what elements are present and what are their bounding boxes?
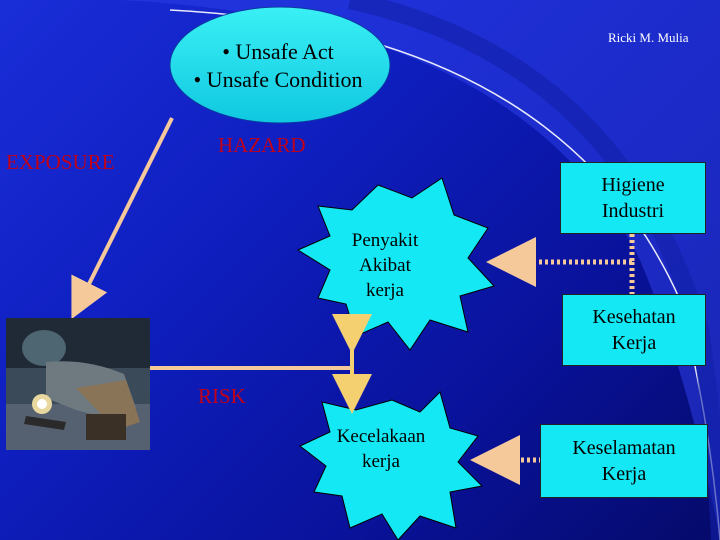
kecelakaan-label: Kecelakaan kerja	[316, 424, 446, 474]
penyakit-line-1: Penyakit	[351, 230, 419, 251]
higiene-industri-box: Higiene Industri	[560, 162, 706, 234]
kecelakaan-burst	[299, 391, 484, 540]
penyakit-burst	[296, 177, 495, 351]
swoosh-band	[348, 0, 720, 540]
keselamatan-kerja-box: Keselamatan Kerja	[540, 424, 708, 498]
unsafe-oval	[169, 6, 391, 124]
kecelakaan-line-2: kerja	[362, 451, 400, 472]
kesehatan-line-1: Kesehatan	[592, 306, 676, 328]
penyakit-line-3: kerja	[366, 280, 404, 301]
exposure-label: EXPOSURE	[6, 150, 115, 174]
unsafe-act-label: • Unsafe Act	[222, 39, 334, 64]
keselamatan-line-1: Keselamatan	[572, 437, 676, 459]
hazard-label: HAZARD	[218, 133, 306, 157]
kesehatan-kerja-box: Kesehatan Kerja	[562, 294, 706, 366]
welder-photo	[6, 318, 150, 450]
higiene-line-1: Higiene	[601, 174, 665, 196]
unsafe-oval-text: • Unsafe Act • Unsafe Condition	[168, 38, 388, 94]
risk-label: RISK	[198, 384, 246, 408]
higiene-line-2: Industri	[601, 200, 665, 222]
exposure-arrow	[71, 117, 174, 320]
penyakit-label: Penyakit Akibat kerja	[330, 228, 440, 303]
kecelakaan-line-1: Kecelakaan	[336, 426, 426, 447]
penyakit-line-2: Akibat	[359, 255, 411, 276]
kesehatan-line-2: Kerja	[611, 332, 657, 354]
author-label: Ricki M. Mulia	[608, 30, 689, 45]
unsafe-condition-label: • Unsafe Condition	[193, 67, 363, 92]
background-swoosh	[120, 0, 720, 540]
keselamatan-line-2: Kerja	[601, 463, 647, 485]
